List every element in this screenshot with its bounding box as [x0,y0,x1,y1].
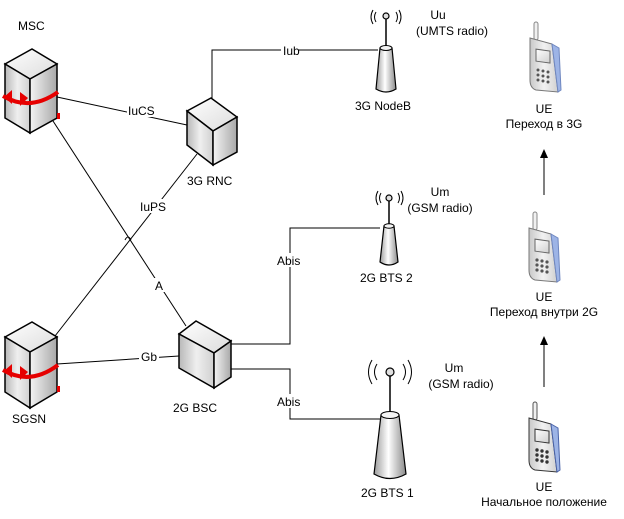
ue-caption-2g-handover: Переход внутри 2G [490,305,598,319]
sgsn-server-icon[interactable] [1,321,60,410]
ue-phone-icon-initial[interactable] [528,401,561,473]
link-iups [54,153,198,337]
link-iub [211,49,378,98]
bts2-radio-label-line1: Um [431,185,450,199]
bts2-tower-icon[interactable] [375,190,404,266]
ue-phone-icon-2g-handover[interactable] [528,211,561,283]
link-a [52,120,187,327]
connections [52,49,382,420]
ue-title-3g: UE [536,102,553,116]
bts2-radio-label-line2: (GSM radio) [407,201,472,215]
interface-label-iucs: IuCS [128,104,155,118]
bsc-label: 2G BSC [173,401,217,415]
link-abis-bts1 [231,368,382,420]
interface-label-a: A [155,279,163,293]
msc-server-icon[interactable] [1,48,60,135]
bts1-radio-label-line1: Um [445,361,464,375]
ue-caption-initial: Начальное положение [481,495,607,509]
interface-label-abis-bts1: Abis [277,395,300,409]
nodeb-radio-label-line1: Uu [430,8,445,22]
bts1-radio-label-line2: (GSM radio) [428,377,493,391]
link-gb [56,355,180,365]
interface-label-iups: IuPS [140,200,166,214]
ue-phone-icon-3g[interactable] [529,21,562,93]
link-iucs [56,96,188,126]
bts1-label: 2G BTS 1 [361,486,414,500]
interface-label-gb: Gb [141,350,157,364]
movement-arrow-lower [540,336,548,387]
bts2-label: 2G BTS 2 [360,271,413,285]
rnc-box-icon[interactable] [185,97,239,167]
line-crossing-mark [124,236,132,241]
ue-title-2g-handover: UE [536,290,553,304]
nodeb-label: 3G NodeB [355,99,411,113]
bsc-box-icon[interactable] [177,320,233,390]
rotation-arrow-icon [1,90,60,119]
nodeb-radio-label-line2: (UMTS radio) [416,24,488,38]
ue-caption-3g: Переход в 3G [506,117,583,131]
bts1-tower-icon[interactable] [368,359,412,480]
link-abis-bts2 [231,227,380,345]
msc-label: MSC [18,19,45,33]
interface-label-abis-bts2: Abis [277,254,300,268]
ue-title-initial: UE [536,480,553,494]
movement-arrow-upper [540,149,548,195]
label-backgrounds [127,43,305,408]
interface-label-iub: Iub [283,44,300,58]
rotation-arrow-icon [1,363,60,392]
sgsn-label: SGSN [12,412,46,426]
nodeb-tower-icon[interactable] [370,9,402,93]
rnc-label: 3G RNC [187,174,233,188]
